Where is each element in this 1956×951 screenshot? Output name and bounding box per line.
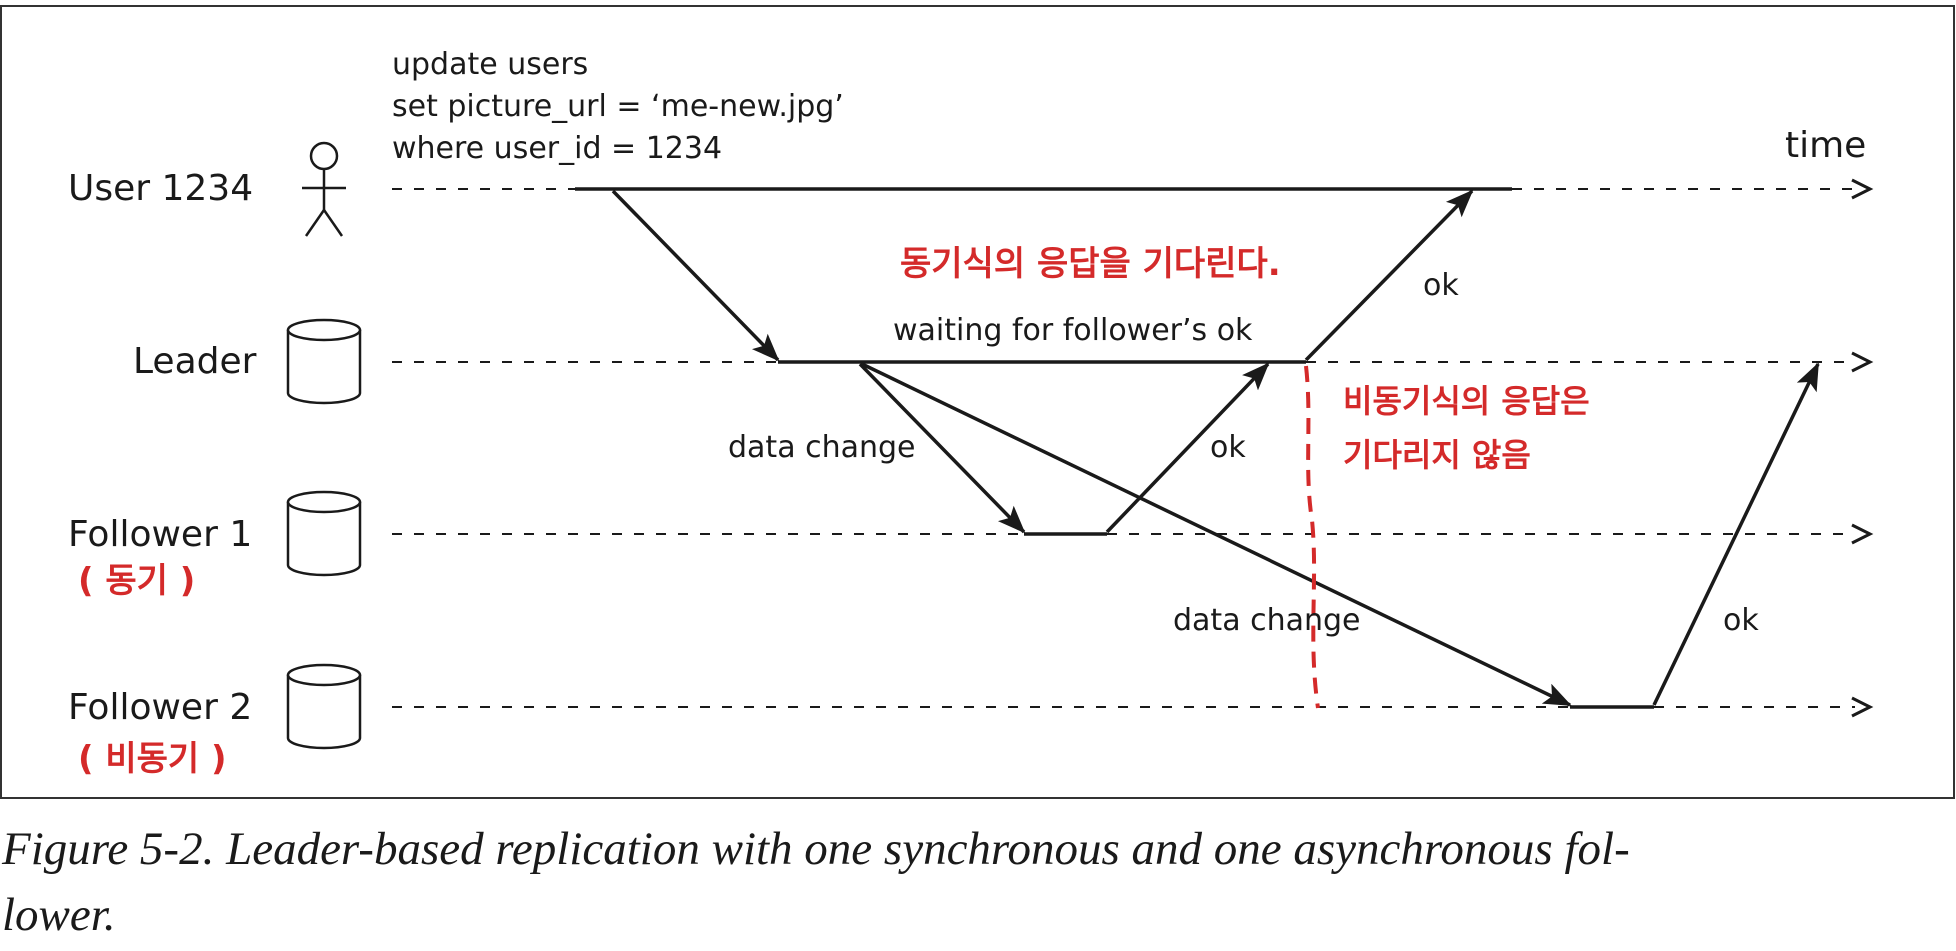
async-annotation-line-2: 기다리지 않음 (1343, 436, 1531, 474)
leader-label: Leader (133, 341, 257, 382)
request-arrow-user-to-leader (611, 189, 780, 362)
sql-line-2: set picture_url = ‘me-new.jpg’ (392, 89, 844, 124)
follower1-label: Follower 1 (68, 514, 252, 555)
data-change-label-1: data change (728, 430, 916, 465)
follower1-sync-note: ( 동기 ) (78, 561, 195, 601)
ok-label-follower2: ok (1723, 603, 1759, 638)
async-marker-line (1304, 365, 1320, 709)
user-timeline (392, 178, 1874, 200)
follower2-database-icon (286, 663, 362, 750)
diagram-border (0, 5, 1955, 799)
follower1-database-icon (286, 490, 362, 577)
ok-arrow-follower1-to-leader (1105, 362, 1270, 534)
sql-line-1: update users (392, 47, 588, 82)
user-label: User 1234 (68, 168, 253, 209)
follower1-timeline (392, 523, 1874, 545)
follower2-async-note: ( 비동기 ) (78, 739, 227, 779)
sync-wait-annotation: 동기식의 응답을 기다린다. (900, 244, 1281, 284)
data-change-arrow-leader-to-follower2 (861, 362, 1572, 707)
ok-arrow-leader-to-user (1304, 189, 1474, 362)
async-annotation-line-1: 비동기식의 응답은 (1343, 382, 1590, 420)
data-change-arrow-leader-to-follower1 (858, 362, 1026, 534)
sql-line-3: where user_id = 1234 (392, 131, 722, 166)
data-change-label-2: data change (1173, 603, 1361, 638)
figure-caption-line-1: Figure 5-2. Leader-based replication wit… (1, 823, 1630, 875)
follower2-timeline (392, 696, 1874, 718)
time-label: time (1785, 125, 1866, 166)
leader-timeline (392, 351, 1874, 373)
figure-caption-line-2: lower. (2, 889, 116, 941)
leader-database-icon (286, 318, 362, 405)
ok-label-follower1: ok (1210, 430, 1246, 465)
follower2-label: Follower 2 (68, 687, 252, 728)
ok-label-leader: ok (1423, 268, 1459, 303)
waiting-label: waiting for follower’s ok (893, 313, 1253, 348)
user-icon (302, 141, 346, 237)
ok-arrow-follower2-to-leader (1652, 362, 1820, 706)
